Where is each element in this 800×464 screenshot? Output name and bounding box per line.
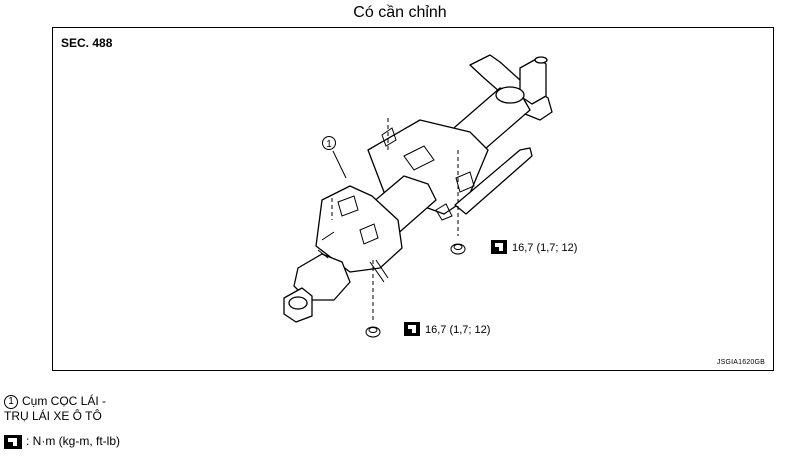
torque-label-lower: 16,7 (1,7; 12): [425, 324, 490, 336]
torque-label-upper: 16,7 (1,7; 12): [512, 242, 577, 254]
page-title: Có cần chỉnh: [353, 4, 447, 21]
callout-number: 1: [326, 139, 332, 150]
legend-torque-unit: : N·m (kg-m, ft-lb): [4, 434, 120, 449]
callout-circle-icon: [322, 136, 336, 150]
legend-item-1: 1 Cụm CỌC LÁI - TRỤ LÁI XE Ô TÔ: [4, 394, 106, 424]
figure-frame: SEC. 488 JSGIA1620GB: [52, 27, 774, 371]
legend-item-line1: Cụm CỌC LÁI -: [22, 394, 107, 408]
torque-unit-text: : N·m (kg-m, ft-lb): [26, 434, 120, 448]
torque-wrench-icon: [491, 240, 507, 254]
torque-wrench-icon: [4, 434, 22, 449]
section-label: SEC. 488: [61, 36, 113, 50]
figure-code: JSGIA1620GB: [716, 359, 765, 366]
torque-wrench-icon: [404, 322, 420, 336]
numbered-circle-icon: 1: [4, 394, 18, 409]
legend-item-line2: TRỤ LÁI XE Ô TÔ: [4, 409, 102, 423]
